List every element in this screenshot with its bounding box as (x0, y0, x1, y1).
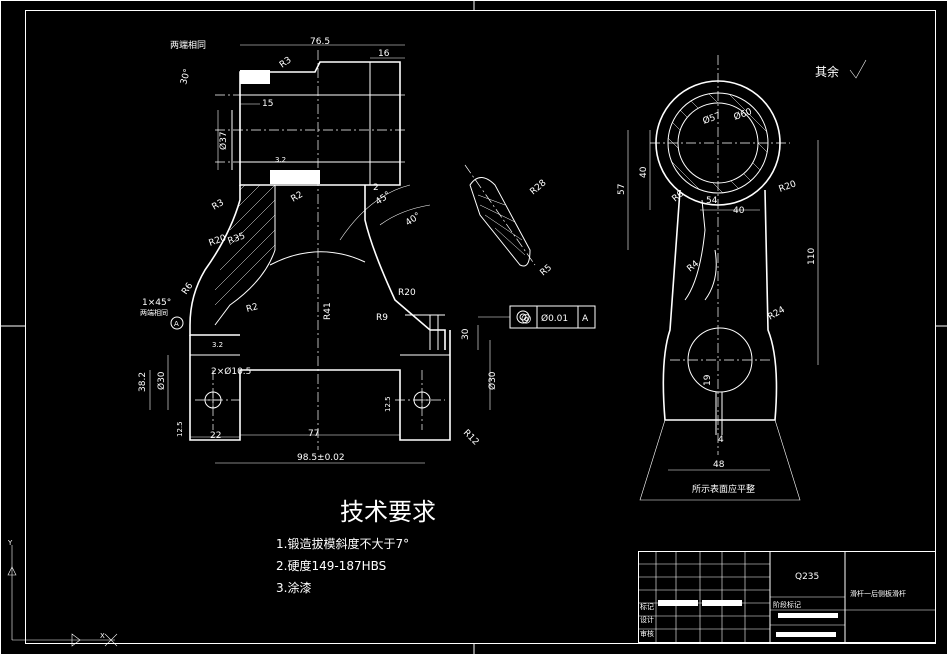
tol-symbol: ◎ (521, 311, 531, 325)
dim-r3-top: R3 (278, 55, 294, 70)
dim-57v: 57 (617, 184, 627, 195)
dim-overall-top: 76.5 (310, 37, 330, 47)
note-both-ends-2: 两端相同 (140, 308, 168, 317)
tb-cell-6: 设计 (640, 615, 654, 624)
dim-r20b: R20 (398, 288, 416, 298)
dim-d57: Ø57 (701, 110, 722, 127)
dim-40h: 40 (733, 206, 745, 216)
dim-bore30b: Ø30 (487, 371, 498, 390)
dim-4: 4 (718, 435, 724, 445)
svg-text:X: X (100, 632, 105, 640)
dim-r35: R35 (227, 231, 247, 246)
tb-cell-11: 审核 (640, 629, 654, 638)
dim-r4: R4 (686, 259, 702, 275)
tech-req-item-1: 1.锻造拔模斜度不大于7° (276, 536, 409, 551)
datum-a-label: A (174, 320, 179, 328)
finish-3-2-b: 3.2 (212, 341, 223, 349)
dim-r9: R9 (376, 313, 388, 323)
dim-r20: R20 (208, 233, 228, 249)
side-view (627, 55, 819, 501)
finish-symbol (849, 59, 867, 79)
dim-bore: Ø37 (218, 131, 229, 150)
dim-77: 77 (308, 429, 319, 439)
tb-cell-0: 标记 (640, 602, 654, 611)
inner-border (25, 10, 936, 644)
dim-12-5b: 12.5 (384, 396, 392, 412)
tech-requirements: 技术要求 1.锻造拔模斜度不大于7° 2.硬度149-187HBS 3.涂漆 (276, 498, 436, 595)
dim-r2-low: R2 (245, 302, 259, 315)
dim-r6: R6 (180, 281, 195, 297)
note-surface-flat: 所示表面应平整 (692, 483, 755, 495)
dim-holes: 2×Ø10.5 (211, 366, 251, 377)
hatch-area (214, 185, 275, 306)
dim-chamfer: 1×45° (142, 298, 171, 308)
dim-r6: R6 (671, 189, 687, 205)
dim-54: 54 (706, 196, 718, 206)
dim-38: 38.2 (138, 372, 148, 392)
dim-bore30: Ø30 (156, 371, 167, 390)
title-block: Q235 滑杆一后侧板滑杆 标记 设计 审核 阶段标记 (638, 551, 936, 643)
dim-r20: R20 (778, 179, 798, 195)
rest-finish: 其余 (815, 64, 839, 79)
dim-40v: 40 (639, 166, 649, 178)
dim-r12: R12 (461, 428, 481, 448)
front-view-labels: 76.5 16 两端相同 30° R3 15 Ø37 3.2 R3 R2 R20… (138, 37, 589, 463)
dim-r28: R28 (529, 178, 549, 197)
dim-98-5: 98.5±0.02 (297, 453, 345, 463)
dim-r5: R5 (539, 263, 555, 278)
dim-top-right: 16 (378, 49, 390, 59)
material: Q235 (795, 572, 819, 582)
finish-3-2-a: 3.2 (275, 156, 286, 164)
ucs-icon: Y X (7, 539, 118, 647)
tech-req-item-2: 2.硬度149-187HBS (276, 558, 386, 573)
dim-w15: 15 (262, 99, 273, 109)
dim-r41: R41 (323, 302, 333, 320)
tol-value: Ø0.01 (541, 313, 568, 324)
dim-19: 19 (703, 374, 713, 386)
dim-12-5a: 12.5 (176, 421, 184, 437)
dim-r24: R24 (767, 305, 788, 323)
dim-22: 22 (210, 431, 221, 441)
side-view-labels: 其余 Ø57 Ø60 57 40 R6 54 40 R20 110 R4 R24… (617, 59, 867, 495)
svg-text:Y: Y (7, 539, 13, 547)
tb-cell-8: 阶段标记 (773, 600, 801, 609)
dim-48: 48 (713, 460, 725, 470)
note-both-ends: 两端相同 (170, 39, 206, 51)
tech-req-title: 技术要求 (340, 498, 436, 526)
dim-30: 30 (461, 328, 471, 340)
front-view (149, 44, 596, 464)
part-name: 滑杆一后侧板滑杆 (850, 589, 906, 598)
dim-angle-30: 30° (179, 68, 193, 86)
dim-angle40: 40° (404, 211, 423, 228)
tol-datum: A (582, 314, 589, 324)
tech-req-item-3: 3.涂漆 (276, 580, 311, 595)
dim-2: 2 (373, 183, 379, 193)
dim-110: 110 (807, 248, 817, 265)
dim-r2-mid: R2 (290, 190, 305, 205)
dim-r3-left: R3 (211, 198, 226, 213)
